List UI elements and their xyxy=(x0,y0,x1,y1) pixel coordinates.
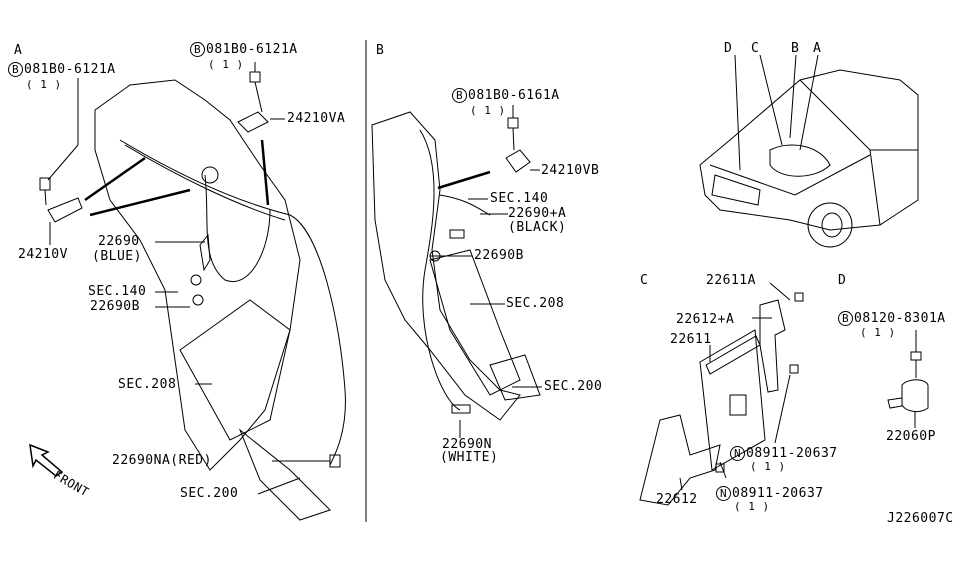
part-label: 24210V xyxy=(18,247,68,262)
bolt-qty: ( 1 ) xyxy=(26,78,62,91)
bolts-a xyxy=(39,62,341,495)
section-ref: SEC.140 xyxy=(88,284,147,299)
vehicle-callout: D xyxy=(724,41,733,56)
section-ref: SEC.140 xyxy=(490,191,549,206)
bolt-symbol-icon: B xyxy=(8,62,23,77)
part-label: 22690B xyxy=(90,299,140,314)
section-d-title: D xyxy=(838,273,847,288)
part-label: 24210VB xyxy=(541,163,600,178)
part-number: 08911-20637 xyxy=(732,486,824,501)
bolt-symbol-icon: B xyxy=(452,88,467,103)
section-b-title: B xyxy=(376,43,385,58)
part-number: 08911-20637 xyxy=(746,446,838,461)
knock-sensor-drawing xyxy=(887,330,929,428)
section-ref: SEC.200 xyxy=(180,486,239,501)
bolt-symbol-icon: B xyxy=(838,311,853,326)
vehicle-callout: B xyxy=(791,41,800,56)
part-label: 22611 xyxy=(670,332,712,347)
nut-qty: ( 1 ) xyxy=(750,460,786,473)
section-a-title: A xyxy=(14,43,23,58)
part-label: 22690NA(RED) xyxy=(112,453,212,468)
part-label: 22611A xyxy=(706,273,756,288)
part-label: 24210VA xyxy=(287,111,346,126)
part-label: 22690B xyxy=(474,248,524,263)
arrows-b xyxy=(437,170,491,190)
part-label: 22060P xyxy=(886,429,936,444)
bolt-symbol-icon: B xyxy=(190,42,205,57)
engine-a-drawing xyxy=(94,79,346,521)
nut-symbol-icon: N xyxy=(730,446,745,461)
part-number: 08120-8301A xyxy=(854,311,946,326)
part-label: 22690 xyxy=(98,234,140,249)
vehicle-callout: C xyxy=(751,41,760,56)
section-ref: SEC.200 xyxy=(544,379,603,394)
part-label: 22612 xyxy=(656,492,698,507)
part-color: (BLUE) xyxy=(92,249,142,264)
nut-symbol-icon: N xyxy=(716,486,731,501)
part-label: 22690+A xyxy=(508,206,567,221)
part-number: 081B0-6121A xyxy=(24,62,116,77)
section-ref: SEC.208 xyxy=(118,377,177,392)
part-number: 081B0-6121A xyxy=(206,42,298,57)
part-color: (BLACK) xyxy=(508,220,567,235)
nut-qty: ( 1 ) xyxy=(734,500,770,513)
arrows-a xyxy=(84,139,270,217)
part-label: 22612+A xyxy=(676,312,735,327)
diagram-id: J226007C xyxy=(887,511,954,526)
ecm-drawing xyxy=(639,282,804,506)
front-arrow-icon xyxy=(29,443,64,477)
bolt-qty: ( 1 ) xyxy=(208,58,244,71)
section-c-title: C xyxy=(640,273,649,288)
bolt-qty: ( 1 ) xyxy=(860,326,896,339)
part-number: 081B0-6161A xyxy=(468,88,560,103)
bolt-qty: ( 1 ) xyxy=(470,104,506,117)
section-ref: SEC.208 xyxy=(506,296,565,311)
engine-b-drawing xyxy=(371,111,541,421)
part-color: (WHITE) xyxy=(440,450,499,465)
bolts-b xyxy=(429,105,542,438)
vehicle-callout: A xyxy=(813,41,822,56)
vehicle-drawing xyxy=(699,54,919,248)
part-label: 22690N xyxy=(442,437,492,452)
